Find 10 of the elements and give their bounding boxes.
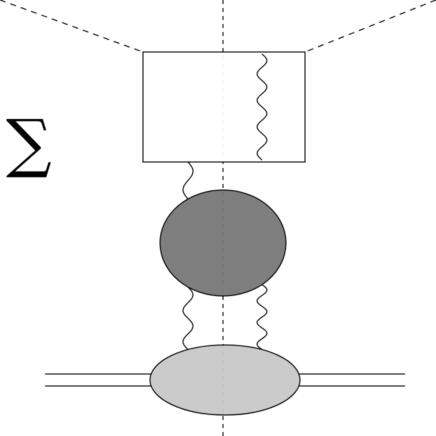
wavy-line <box>182 286 194 350</box>
double-line <box>44 374 152 386</box>
summation-sign: ∑ <box>6 112 52 176</box>
blob-ellipse <box>160 190 286 296</box>
vertex-box <box>142 52 306 162</box>
wavy-line <box>182 162 194 200</box>
dashed-line <box>304 0 436 52</box>
wavy-line <box>256 284 268 350</box>
double-line <box>298 374 406 386</box>
blob-ellipse <box>150 344 300 416</box>
